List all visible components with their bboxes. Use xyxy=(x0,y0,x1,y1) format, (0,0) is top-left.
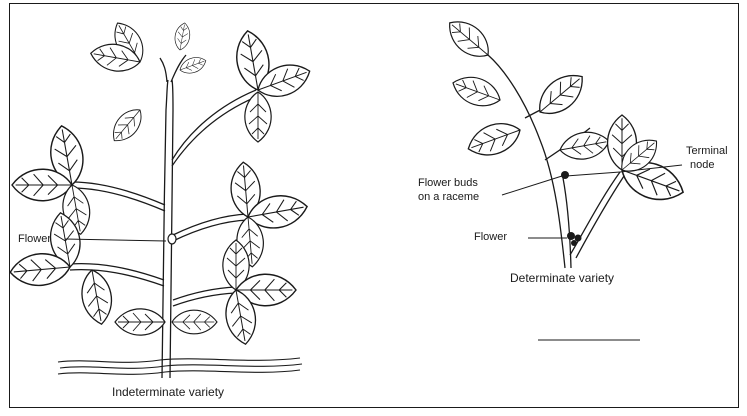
caption-indeterminate: Indeterminate variety xyxy=(112,386,224,399)
flower-indeterminate xyxy=(168,234,176,244)
caption-determinate: Determinate variety xyxy=(510,272,614,285)
determinate-plant xyxy=(441,13,689,340)
indeterminate-plant xyxy=(9,17,315,378)
terminal-node-label-line1: Terminal xyxy=(686,145,728,158)
flower-determinate xyxy=(567,232,575,240)
flower-label-left: Flower xyxy=(18,233,51,246)
flower-label-right: Flower xyxy=(474,231,507,244)
terminal-node-label-line2: node xyxy=(690,159,714,172)
flower-buds-label-line1: Flower buds xyxy=(418,177,478,190)
flower-buds-label-line2: on a raceme xyxy=(418,191,479,204)
flower-buds-raceme xyxy=(561,171,569,179)
